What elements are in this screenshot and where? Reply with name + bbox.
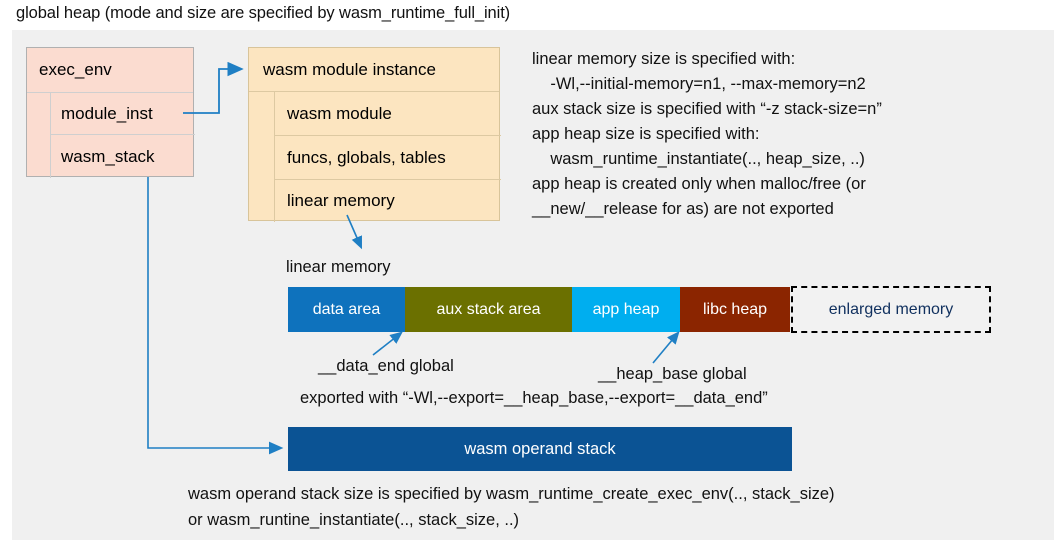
wasm-module-instance-header: wasm module instance [249, 48, 499, 92]
memory-segment-enlarged-memory: enlarged memory [791, 286, 991, 333]
exec-env-row-wasm-stack: wasm_stack [61, 146, 155, 166]
wasm-module-instance-row-wasm-module: wasm module [275, 92, 501, 136]
wasm-operand-stack-box: wasm operand stack [288, 427, 792, 471]
annotation-exported-with: exported with “-Wl,--export=__heap_base,… [300, 389, 768, 407]
memory-config-notes: linear memory size is specified with: -W… [532, 50, 882, 218]
wasm-module-instance-row-linear-memory: linear memory [287, 191, 395, 210]
operand-stack-notes: wasm operand stack size is specified by … [188, 485, 835, 529]
exec-env-header: exec_env [27, 48, 193, 93]
memory-segment-libc-heap: libc heap [680, 287, 790, 332]
annotation-data-end: __data_end global [318, 357, 454, 375]
exec-env-indent-column [27, 93, 51, 178]
annotation-heap-base: __heap_base global [598, 365, 747, 383]
linear-memory-label: linear memory [286, 258, 391, 276]
memory-segment-app-heap: app heap [572, 287, 680, 332]
wasm-module-instance-indent-column [249, 92, 275, 222]
exec-env-box: exec_env module_inst wasm_stack [26, 47, 195, 178]
memory-segment-data-area: data area [288, 287, 405, 332]
wasm-module-instance-box: wasm module instance wasm module funcs, … [248, 47, 501, 222]
exec-env-row-module-inst: module_inst [51, 93, 195, 135]
page-title: global heap (mode and size are specified… [16, 4, 511, 22]
wasm-module-instance-row-funcs-globals-tables: funcs, globals, tables [275, 136, 501, 180]
memory-segment-aux-stack-area: aux stack area [405, 287, 572, 332]
